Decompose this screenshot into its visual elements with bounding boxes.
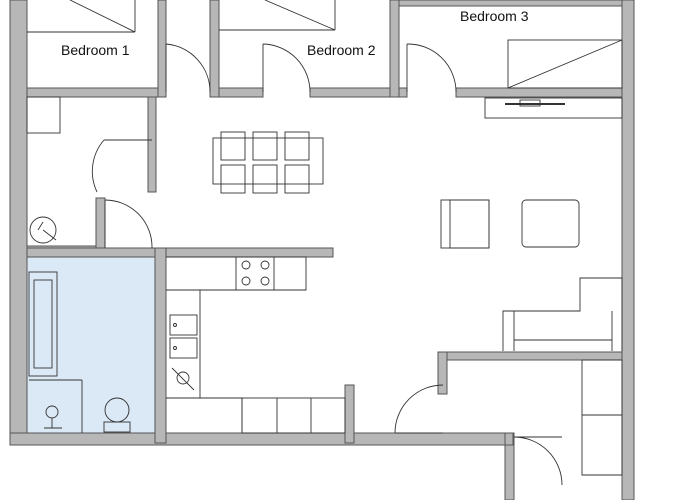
wall-exterior-bottom bbox=[9, 432, 514, 446]
fixtures bbox=[26, 0, 623, 486]
door-swing-icon bbox=[406, 43, 457, 93]
sink-icon bbox=[169, 314, 198, 359]
bed-icon bbox=[507, 39, 623, 89]
washbasin-icon bbox=[44, 405, 62, 429]
door-swing-icon bbox=[91, 139, 152, 193]
kitchen-lower-units bbox=[241, 397, 346, 434]
bathtub-icon bbox=[28, 271, 58, 377]
wall-bedroom3-bottom bbox=[455, 87, 623, 98]
wall-bedroom1-bottom bbox=[26, 87, 164, 98]
wall-bedroom2-left bbox=[209, 0, 220, 98]
door-swing-icon bbox=[262, 43, 311, 93]
chair-icon bbox=[252, 164, 278, 194]
wall-hall-stub bbox=[95, 197, 106, 256]
door-swing-icon bbox=[165, 43, 211, 93]
wall-bathroom-right bbox=[154, 247, 167, 444]
wall-unit-bottom-ext bbox=[504, 432, 514, 446]
sofa-icon bbox=[502, 277, 623, 351]
wall-bedroom3-top bbox=[398, 0, 623, 7]
door-swing-icon bbox=[104, 199, 153, 249]
wall-bedroom2-right bbox=[389, 0, 400, 98]
door-swing-icon bbox=[394, 384, 444, 434]
tv-unit-icon bbox=[484, 97, 623, 119]
toilet-icon bbox=[103, 397, 131, 433]
wall-exterior-right bbox=[621, 0, 635, 500]
bed-icon bbox=[219, 0, 336, 31]
wardrobe-icon bbox=[581, 359, 623, 476]
wall-bedroom2-bottom-right bbox=[309, 87, 408, 98]
chair-icon bbox=[284, 164, 310, 194]
room-label-bedroom-3: Bedroom 3 bbox=[460, 8, 529, 24]
bathroom-floor bbox=[27, 257, 155, 433]
chair-icon bbox=[252, 131, 278, 161]
wall-kitchen-lower-right bbox=[344, 384, 355, 444]
room-label-bedroom-2: Bedroom 2 bbox=[307, 42, 376, 58]
room-label-bedroom-1: Bedroom 1 bbox=[61, 42, 130, 58]
door-swing-icon bbox=[513, 436, 563, 486]
wall-bathroom-top bbox=[26, 247, 334, 258]
chair-icon bbox=[220, 131, 246, 161]
wall-exterior-left bbox=[9, 0, 28, 446]
wall-unit-left bbox=[437, 351, 448, 395]
wall-unit-top bbox=[437, 351, 623, 361]
coffee-table-icon bbox=[521, 199, 580, 248]
wall-bedroom1-right bbox=[157, 0, 167, 98]
bed-icon bbox=[27, 0, 136, 33]
boiler-icon bbox=[29, 216, 57, 244]
sink-icon bbox=[171, 367, 195, 391]
chair-icon bbox=[284, 131, 310, 161]
armchair-icon bbox=[440, 199, 490, 249]
wall-cupboard-right bbox=[147, 96, 157, 193]
wall-bedroom2-bottom bbox=[217, 87, 264, 98]
chair-icon bbox=[220, 164, 246, 194]
dining-table-icon bbox=[212, 137, 324, 185]
hob-icon bbox=[235, 256, 275, 291]
cupboard-shelf bbox=[26, 96, 61, 134]
